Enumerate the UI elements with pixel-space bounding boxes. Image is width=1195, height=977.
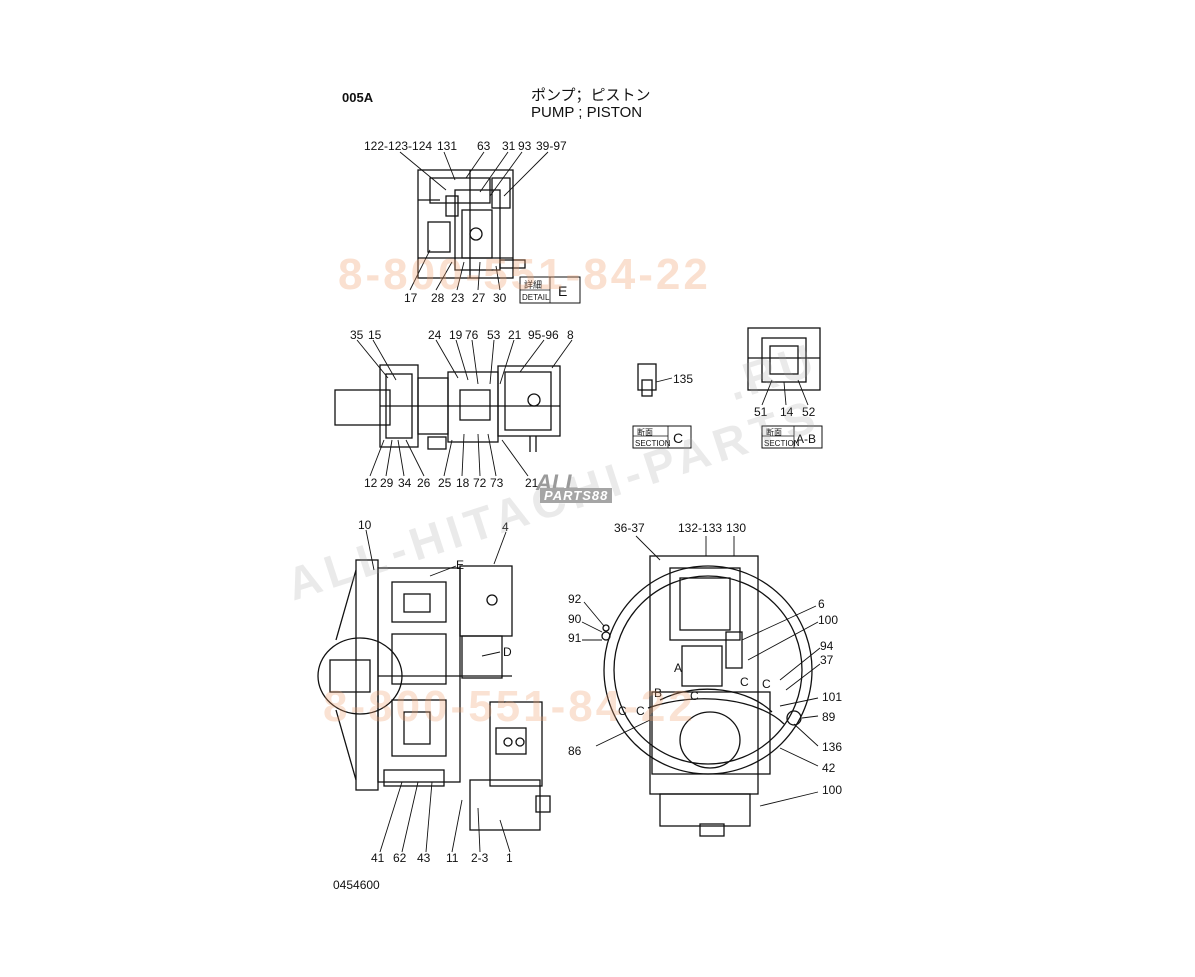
callout: 25 xyxy=(438,476,452,490)
callout: 89 xyxy=(822,710,836,724)
callout: E xyxy=(456,558,464,572)
section-letter: C xyxy=(740,675,749,689)
callout: 52 xyxy=(802,405,816,419)
page-code: 005A xyxy=(342,90,374,105)
section-letter: C xyxy=(636,704,645,718)
callout: 42 xyxy=(822,761,836,775)
callout: 31 xyxy=(502,139,516,153)
drawing-number: 0454600 xyxy=(333,878,380,892)
callouts: 122-123-124 131 63 31 93 39-97 17 28 23 … xyxy=(350,139,842,865)
section-c-letter: C xyxy=(673,430,683,446)
callout: 14 xyxy=(780,405,794,419)
callout: 100 xyxy=(818,613,838,627)
callout: 62 xyxy=(393,851,407,865)
callout: 122-123-124 xyxy=(364,139,432,153)
callout: 39-97 xyxy=(536,139,567,153)
callout: 51 xyxy=(754,405,768,419)
callout: 131 xyxy=(437,139,457,153)
callout: 21 xyxy=(525,476,539,490)
callout: 8 xyxy=(567,328,574,342)
front-view-leaders xyxy=(581,535,821,807)
side-view-leaders xyxy=(365,529,511,853)
phone-watermark: 8-800-551-84-22 xyxy=(338,250,711,299)
callout: 15 xyxy=(368,328,382,342)
callout: 11 xyxy=(446,851,459,865)
callout: 91 xyxy=(568,631,582,645)
section-ab-drawing xyxy=(747,327,821,406)
callout: 63 xyxy=(477,139,491,153)
callout: 29 xyxy=(380,476,394,490)
section-ab-letter: A-B xyxy=(796,432,816,446)
callout: 43 xyxy=(417,851,431,865)
callout: 18 xyxy=(456,476,470,490)
callout: 37 xyxy=(820,653,834,667)
callout: 130 xyxy=(726,521,746,535)
callout: 86 xyxy=(568,744,582,758)
callout: 136 xyxy=(822,740,842,754)
callout: 92 xyxy=(568,592,582,606)
callout: 53 xyxy=(487,328,501,342)
section-ab-en: SECTION xyxy=(764,439,800,448)
callout: 28 xyxy=(431,291,445,305)
section-c-en: SECTION xyxy=(635,439,671,448)
title-japanese: ポンプ；ピストン xyxy=(531,87,651,104)
callout: 6 xyxy=(818,597,825,611)
section-view-leaders xyxy=(356,339,573,477)
callout: 12 xyxy=(364,476,378,490)
callout: 90 xyxy=(568,612,582,626)
callout: 1 xyxy=(506,851,513,865)
callout: 93 xyxy=(518,139,532,153)
callout: 135 xyxy=(673,372,693,386)
section-c-box: 断面 SECTION C xyxy=(632,425,692,449)
callout: 35 xyxy=(350,328,364,342)
phone-watermark: 8-800-551-84-22 xyxy=(323,682,696,731)
detail-e-en: DETAIL xyxy=(522,293,550,302)
callout: 30 xyxy=(493,291,507,305)
callout: 19 xyxy=(449,328,463,342)
section-ab-jp: 断面 xyxy=(766,427,782,437)
callout: 94 xyxy=(820,639,834,653)
callout: 2-3 xyxy=(471,851,489,865)
callout: 26 xyxy=(417,476,431,490)
callout: 36-37 xyxy=(614,521,645,535)
front-view-drawing xyxy=(601,555,813,837)
detail-e-leaders xyxy=(399,151,549,291)
section-letter: C xyxy=(762,677,771,691)
section-ab-box: 断面 SECTION A-B xyxy=(761,425,823,449)
section-letter: B xyxy=(654,686,662,700)
section-letter: C xyxy=(690,689,699,703)
callout: 34 xyxy=(398,476,412,490)
side-view-drawing xyxy=(317,559,551,831)
logo-bottom-text: PARTS88 xyxy=(540,488,613,503)
callout: 41 xyxy=(371,851,385,865)
callout: 21 xyxy=(508,328,522,342)
callout: 132-133 xyxy=(678,521,722,535)
title-english: PUMP ; PISTON xyxy=(531,104,643,121)
callout: 73 xyxy=(490,476,504,490)
section-view-drawing xyxy=(334,364,561,452)
callout: 95-96 xyxy=(528,328,559,342)
section-letter: C xyxy=(618,704,627,718)
callout: 24 xyxy=(428,328,442,342)
callout: 17 xyxy=(404,291,418,305)
callout: 23 xyxy=(451,291,465,305)
callout: 10 xyxy=(358,518,372,532)
detail-e-jp: 詳細 xyxy=(524,279,542,290)
section-c-jp: 断面 xyxy=(637,427,653,437)
logo-watermark: ALL PARTS88 xyxy=(532,470,672,504)
callout: 100 xyxy=(822,783,842,797)
section-letter: A xyxy=(674,661,682,675)
callout: 27 xyxy=(472,291,486,305)
section-c-drawing xyxy=(637,363,673,397)
callout: D xyxy=(503,645,512,659)
callout: 76 xyxy=(465,328,479,342)
callout: 4 xyxy=(502,520,509,534)
callout: 72 xyxy=(473,476,487,490)
callout: 101 xyxy=(822,690,842,704)
detail-e-box: 詳細 DETAIL E xyxy=(519,276,581,304)
detail-e-letter: E xyxy=(558,283,567,299)
